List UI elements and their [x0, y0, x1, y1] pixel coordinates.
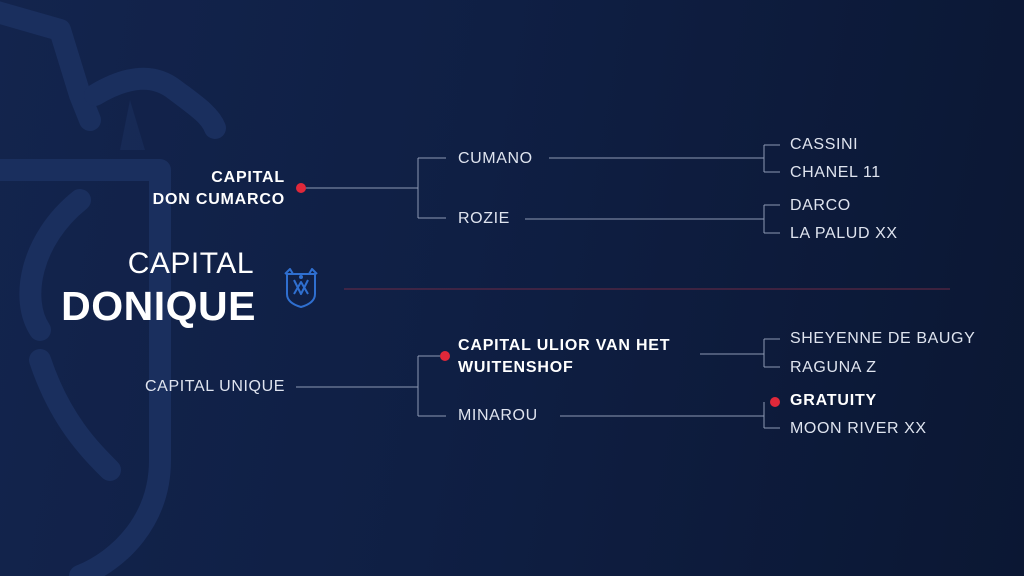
- sire-dam-dam-name: LA PALUD XX: [790, 225, 898, 242]
- sire-sire-name: CUMANO: [458, 150, 533, 167]
- crest-logo-icon: [284, 268, 318, 308]
- dam-dam-sire-name: GRATUITY: [790, 392, 877, 409]
- sire-highlight-dot: [296, 183, 306, 193]
- sire-name-line2: DON CUMARCO: [152, 191, 285, 208]
- sire-name-line1: CAPITAL: [211, 169, 285, 186]
- dam-sire-dam-name: RAGUNA Z: [790, 359, 877, 376]
- dam-dam-name: MINAROU: [458, 407, 538, 424]
- sire-sire-sire-name: CASSINI: [790, 136, 859, 153]
- dam-name: CAPITAL UNIQUE: [145, 378, 285, 395]
- dam-dam-sire-highlight-dot: [770, 397, 780, 407]
- horse-name-line1: CAPITAL: [127, 247, 254, 280]
- sire-dam-sire-name: DARCO: [790, 197, 851, 214]
- dam-sire-highlight-dot: [440, 351, 450, 361]
- dam-sire-name-line1: CAPITAL ULIOR VAN HET: [458, 337, 671, 354]
- dam-dam-dam-name: MOON RIVER XX: [790, 420, 927, 437]
- horse-name-line2: DONIQUE: [61, 283, 256, 329]
- sire-sire-dam-name: CHANEL 11: [790, 164, 881, 181]
- dam-sire-sire-name: SHEYENNE DE BAUGY: [790, 330, 976, 347]
- dam-sire-name-line2: WUITENSHOF: [458, 359, 574, 376]
- sire-dam-name: ROZIE: [458, 210, 510, 227]
